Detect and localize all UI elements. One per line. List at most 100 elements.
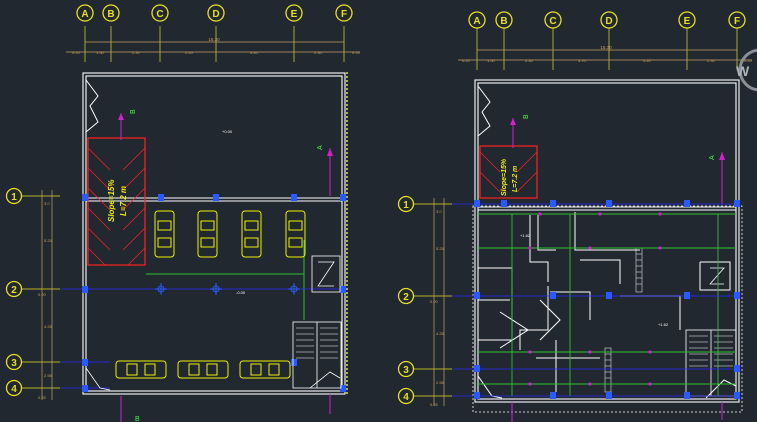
svg-text:2.55: 2.55 xyxy=(436,380,445,385)
svg-text:0.25: 0.25 xyxy=(430,402,439,407)
grid-bubble-A: A xyxy=(468,11,486,29)
right-ramp-length-text: L=7.2 m xyxy=(512,166,519,192)
svg-text:15.30: 15.30 xyxy=(600,45,612,50)
svg-text:B: B xyxy=(107,9,114,20)
right-fixture-marks xyxy=(528,212,662,386)
left-column-grid-lines xyxy=(84,26,345,62)
svg-text:A: A xyxy=(317,145,324,150)
svg-text:0.20: 0.20 xyxy=(430,299,439,304)
left-row-bubbles: 1 2 3 4 xyxy=(5,187,60,397)
car xyxy=(197,210,218,258)
svg-text:E: E xyxy=(291,9,298,20)
grid-bubble-E: E xyxy=(285,4,303,22)
grid-bubble-2: 2 xyxy=(5,280,23,298)
right-section-markers: B A xyxy=(510,114,725,422)
right-column-bubbles: A B C D E F xyxy=(468,11,746,29)
svg-text:B: B xyxy=(523,114,530,119)
car xyxy=(285,210,306,258)
left-green-lines xyxy=(146,240,305,320)
grid-bubble-3: 3 xyxy=(5,353,23,371)
grid-bubble-1: 1 xyxy=(397,195,415,213)
svg-text:W: W xyxy=(736,63,750,79)
left-top-dimensions: 15.30 0.20 1.50 2.30 2.45 4.40 2.30 0.25 xyxy=(66,37,361,55)
svg-text:2: 2 xyxy=(11,285,17,296)
left-column-bubbles: A B C D E F xyxy=(76,4,353,22)
svg-text:3: 3 xyxy=(11,358,17,369)
right-row-bubbles: 1 2 3 4 xyxy=(397,195,452,405)
svg-text:1.50: 1.50 xyxy=(96,50,105,55)
svg-text:15.30: 15.30 xyxy=(208,37,220,42)
svg-text:1.50: 1.50 xyxy=(487,58,496,63)
right-ramp: Slope=15% L=7.2 m xyxy=(479,145,538,199)
svg-text:2.30: 2.30 xyxy=(132,50,141,55)
grid-bubble-F: F xyxy=(335,4,353,22)
svg-text:2.30: 2.30 xyxy=(314,50,323,55)
grid-bubble-C: C xyxy=(151,4,169,22)
grid-bubble-1: 1 xyxy=(5,187,23,205)
svg-text:0.20: 0.20 xyxy=(72,50,81,55)
svg-text:3.0: 3.0 xyxy=(44,201,50,206)
svg-text:0.25: 0.25 xyxy=(744,58,753,63)
right-partitions xyxy=(604,247,643,393)
grid-bubble-B: B xyxy=(495,11,513,29)
svg-text:C: C xyxy=(156,9,163,20)
svg-text:2.45: 2.45 xyxy=(185,50,194,55)
svg-text:A: A xyxy=(709,155,716,160)
svg-text:2.30: 2.30 xyxy=(707,58,716,63)
svg-text:A: A xyxy=(473,16,480,27)
right-side-dimensions: 3.0 5.25 0.20 4.25 2.55 0.25 xyxy=(430,198,445,407)
left-outer-walls xyxy=(82,72,346,395)
right-entrance-door xyxy=(477,85,491,137)
right-columns xyxy=(474,200,740,399)
grid-bubble-3: 3 xyxy=(397,360,415,378)
right-green-lines xyxy=(478,213,736,396)
grid-bubble-2: 2 xyxy=(397,287,415,305)
grid-bubble-D: D xyxy=(207,4,225,22)
svg-text:F: F xyxy=(734,16,740,27)
car xyxy=(115,360,167,379)
svg-text:4: 4 xyxy=(403,392,409,403)
svg-text:2: 2 xyxy=(403,292,409,303)
svg-text:5.25: 5.25 xyxy=(44,238,53,243)
svg-text:1: 1 xyxy=(403,200,409,211)
left-entrance-door xyxy=(85,79,99,133)
grid-bubble-4: 4 xyxy=(5,379,23,397)
car xyxy=(239,360,291,379)
svg-text:E: E xyxy=(684,16,691,27)
svg-text:4.25: 4.25 xyxy=(44,324,53,329)
svg-text:3.70: 3.70 xyxy=(578,58,587,63)
car xyxy=(241,210,262,258)
svg-text:C: C xyxy=(549,16,556,27)
svg-text:B: B xyxy=(500,16,507,27)
svg-text:3: 3 xyxy=(403,365,409,376)
svg-text:0.20: 0.20 xyxy=(462,58,471,63)
svg-text:F: F xyxy=(341,9,347,20)
svg-text:4.40: 4.40 xyxy=(643,58,652,63)
watermark-logo: W xyxy=(736,48,757,92)
left-columns xyxy=(82,194,346,392)
left-level-tag-1: +0.00 xyxy=(222,129,233,134)
left-ramp-length-text: L=7.2 m xyxy=(119,186,128,216)
svg-text:B: B xyxy=(130,109,137,114)
grid-bubble-B: B xyxy=(102,4,120,22)
right-level-tag-2: +1.62 xyxy=(658,322,669,327)
svg-text:1: 1 xyxy=(11,192,17,203)
right-ramp-slope-text: Slope=15% xyxy=(501,158,508,196)
left-stair-core xyxy=(85,255,342,391)
svg-text:0.25: 0.25 xyxy=(38,395,47,400)
left-parked-cars-horizontal xyxy=(115,360,291,379)
left-parked-cars-vertical xyxy=(154,210,306,258)
plan-left: A B C D E F 15.30 0.20 1.50 2.30 2.45 4.… xyxy=(5,4,361,422)
left-side-dimensions: 3.0 5.25 0.20 4.25 2.55 0.25 xyxy=(38,190,53,400)
grid-bubble-C: C xyxy=(544,11,562,29)
right-dashed-boundary xyxy=(472,205,743,413)
svg-text:D: D xyxy=(605,16,612,27)
svg-text:4.25: 4.25 xyxy=(436,331,445,336)
svg-text:3.0: 3.0 xyxy=(436,209,442,214)
car xyxy=(177,360,229,379)
svg-text:D: D xyxy=(212,9,219,20)
grid-bubble-D: D xyxy=(600,11,618,29)
car xyxy=(154,210,175,258)
svg-text:2.30: 2.30 xyxy=(525,58,534,63)
